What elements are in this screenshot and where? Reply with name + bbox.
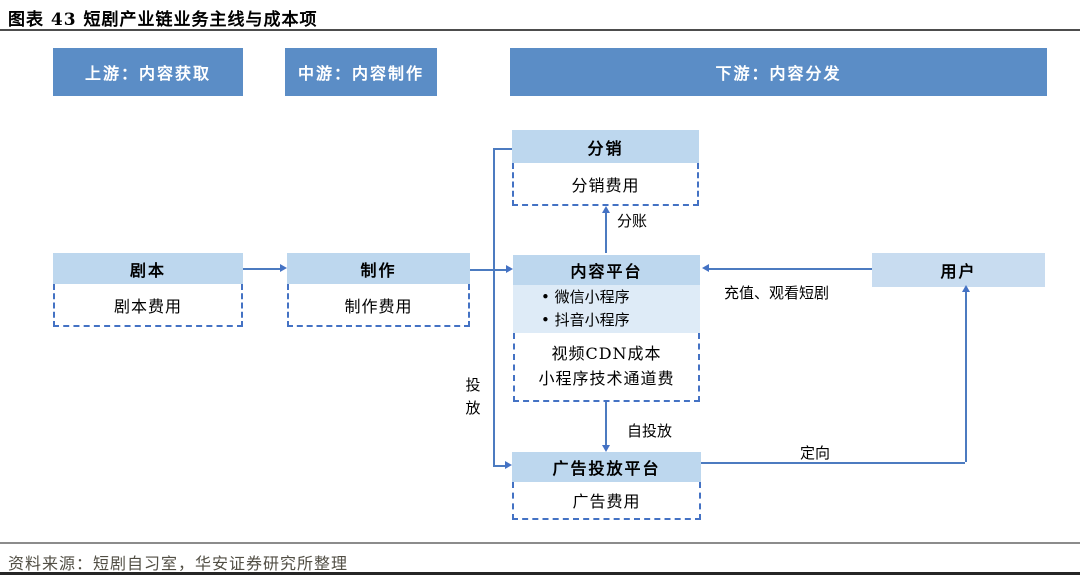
header-upstream: 上游：内容获取	[53, 48, 243, 96]
cost-cdn: 视频CDN成本	[551, 343, 662, 363]
header-downstream: 下游：内容分发	[510, 48, 1047, 96]
bottom-divider	[0, 572, 1080, 575]
label-self-placement: 自投放	[627, 422, 673, 440]
node-user: 用户	[872, 253, 1045, 287]
cost-ad-platform: 广告费用	[512, 482, 701, 520]
arrowhead-right-icon	[505, 461, 512, 469]
figure-title: 图表 43 短剧产业链业务主线与成本项	[8, 10, 318, 30]
cost-production: 制作费用	[287, 284, 470, 327]
node-script: 剧本	[53, 253, 243, 284]
content-platform-channels: • 微信小程序 • 抖音小程序	[513, 285, 700, 333]
arrowhead-left-icon	[702, 263, 709, 272]
header-midstream: 中游：内容制作	[285, 48, 437, 96]
cost-miniprogram-channel: 小程序技术通道费	[538, 368, 675, 388]
arrowhead-down-icon	[601, 445, 610, 452]
node-distribution: 分销	[512, 130, 699, 163]
arrowhead-up-icon	[601, 206, 610, 213]
label-placement: 投放	[465, 376, 481, 418]
node-production: 制作	[287, 253, 470, 284]
cost-content-platform: 视频CDN成本 小程序技术通道费	[513, 333, 700, 402]
node-content-platform: 内容平台	[513, 255, 700, 285]
cost-distribution: 分销费用	[512, 163, 699, 206]
label-recharge-watch: 充值、观看短剧	[724, 284, 830, 302]
node-ad-platform: 广告投放平台	[512, 452, 701, 482]
title-divider	[0, 29, 1080, 31]
cost-script: 剧本费用	[53, 284, 243, 327]
source-text: 资料来源：短剧自习室，华安证券研究所整理	[8, 554, 349, 573]
label-revenue-share: 分账	[617, 212, 648, 230]
source-divider	[0, 542, 1080, 544]
arrowhead-right-icon	[280, 263, 287, 272]
arrowhead-right-icon	[506, 264, 513, 273]
channel-douyin: • 抖音小程序	[541, 311, 630, 329]
label-targeting: 定向	[800, 444, 831, 462]
channel-wechat: • 微信小程序	[541, 287, 630, 306]
arrowhead-up-icon	[961, 285, 970, 292]
